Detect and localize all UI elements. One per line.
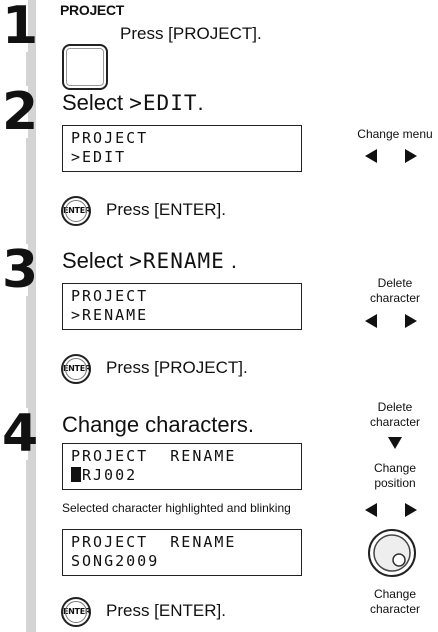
label-line-1: Delete bbox=[377, 400, 413, 414]
lcd-line-2: >RENAME bbox=[71, 306, 149, 324]
step-3-heading-lcd: >RENAME bbox=[129, 249, 225, 273]
lcd-line-1: PROJECT bbox=[71, 129, 149, 147]
lcd-display-step-3: PROJECT>RENAME bbox=[62, 283, 302, 330]
dial-knob-icon[interactable] bbox=[367, 528, 417, 578]
label-line-1: Change bbox=[373, 461, 417, 475]
step-rail bbox=[26, 0, 36, 632]
step-4-heading: Change characters. bbox=[62, 412, 254, 437]
left-arrow-icon[interactable] bbox=[365, 149, 377, 163]
change-menu-label: Change menu bbox=[357, 127, 433, 141]
project-button-icon[interactable] bbox=[62, 44, 108, 90]
step-3-heading: Select >RENAME . bbox=[62, 248, 237, 274]
lcd-line-2: SONG2009 bbox=[71, 552, 160, 570]
step-4-instruction: Press [ENTER]. bbox=[106, 601, 226, 620]
step-3-number: 3 bbox=[2, 240, 39, 300]
step-2-number: 2 bbox=[2, 82, 39, 142]
enter-icon-label: ENTER bbox=[63, 364, 91, 373]
lcd-display-step-2: PROJECT>EDIT bbox=[62, 125, 302, 172]
step-2-heading-period: . bbox=[197, 90, 204, 115]
lcd-line-2-text: RJ002 bbox=[82, 466, 138, 484]
project-button-label: PROJECT bbox=[60, 2, 125, 18]
step-1-number: 1 bbox=[2, 0, 39, 56]
highlight-note: Selected character highlighted and blink… bbox=[62, 501, 291, 515]
step-2-instruction: Press [ENTER]. bbox=[106, 200, 226, 219]
left-arrow-icon[interactable] bbox=[365, 503, 377, 517]
enter-icon-label: ENTER bbox=[63, 206, 91, 215]
right-arrow-icon[interactable] bbox=[405, 503, 417, 517]
lcd-line-1: PROJECT bbox=[71, 287, 149, 305]
lcd-line-1: PROJECT RENAME bbox=[71, 447, 237, 465]
label-line-1: Delete bbox=[377, 276, 413, 290]
label-line-2: character bbox=[369, 415, 421, 429]
enter-button-icon[interactable]: ENTER bbox=[61, 354, 91, 384]
label-line-2: character bbox=[369, 602, 421, 616]
enter-button-icon[interactable]: ENTER bbox=[61, 597, 91, 627]
down-arrow-icon[interactable] bbox=[388, 437, 402, 449]
lcd-line-1: PROJECT RENAME bbox=[71, 533, 237, 551]
step-3-instruction: Press [PROJECT]. bbox=[106, 358, 248, 377]
enter-button-icon[interactable]: ENTER bbox=[61, 196, 91, 226]
right-arrow-icon[interactable] bbox=[405, 149, 417, 163]
enter-icon-label: ENTER bbox=[63, 607, 91, 616]
lcd-line-2: RJ002 bbox=[71, 466, 293, 485]
cursor-block bbox=[71, 467, 81, 482]
step-3-heading-text: Select bbox=[62, 248, 130, 273]
lcd-line-2: >EDIT bbox=[71, 148, 127, 166]
step-1-instruction: Press [PROJECT]. bbox=[120, 24, 262, 43]
label-line-1: Change bbox=[373, 587, 417, 601]
label-line-2: position bbox=[374, 476, 416, 490]
step-3-heading-period: . bbox=[224, 248, 238, 273]
left-arrow-icon[interactable] bbox=[365, 314, 377, 328]
label-line-2: character bbox=[369, 291, 421, 305]
right-arrow-icon[interactable] bbox=[405, 314, 417, 328]
step-2-heading-lcd: >EDIT bbox=[129, 91, 198, 115]
step-4-number: 4 bbox=[2, 404, 39, 464]
step-2-heading-text: Select bbox=[62, 90, 130, 115]
step-2-heading: Select >EDIT. bbox=[62, 90, 204, 116]
